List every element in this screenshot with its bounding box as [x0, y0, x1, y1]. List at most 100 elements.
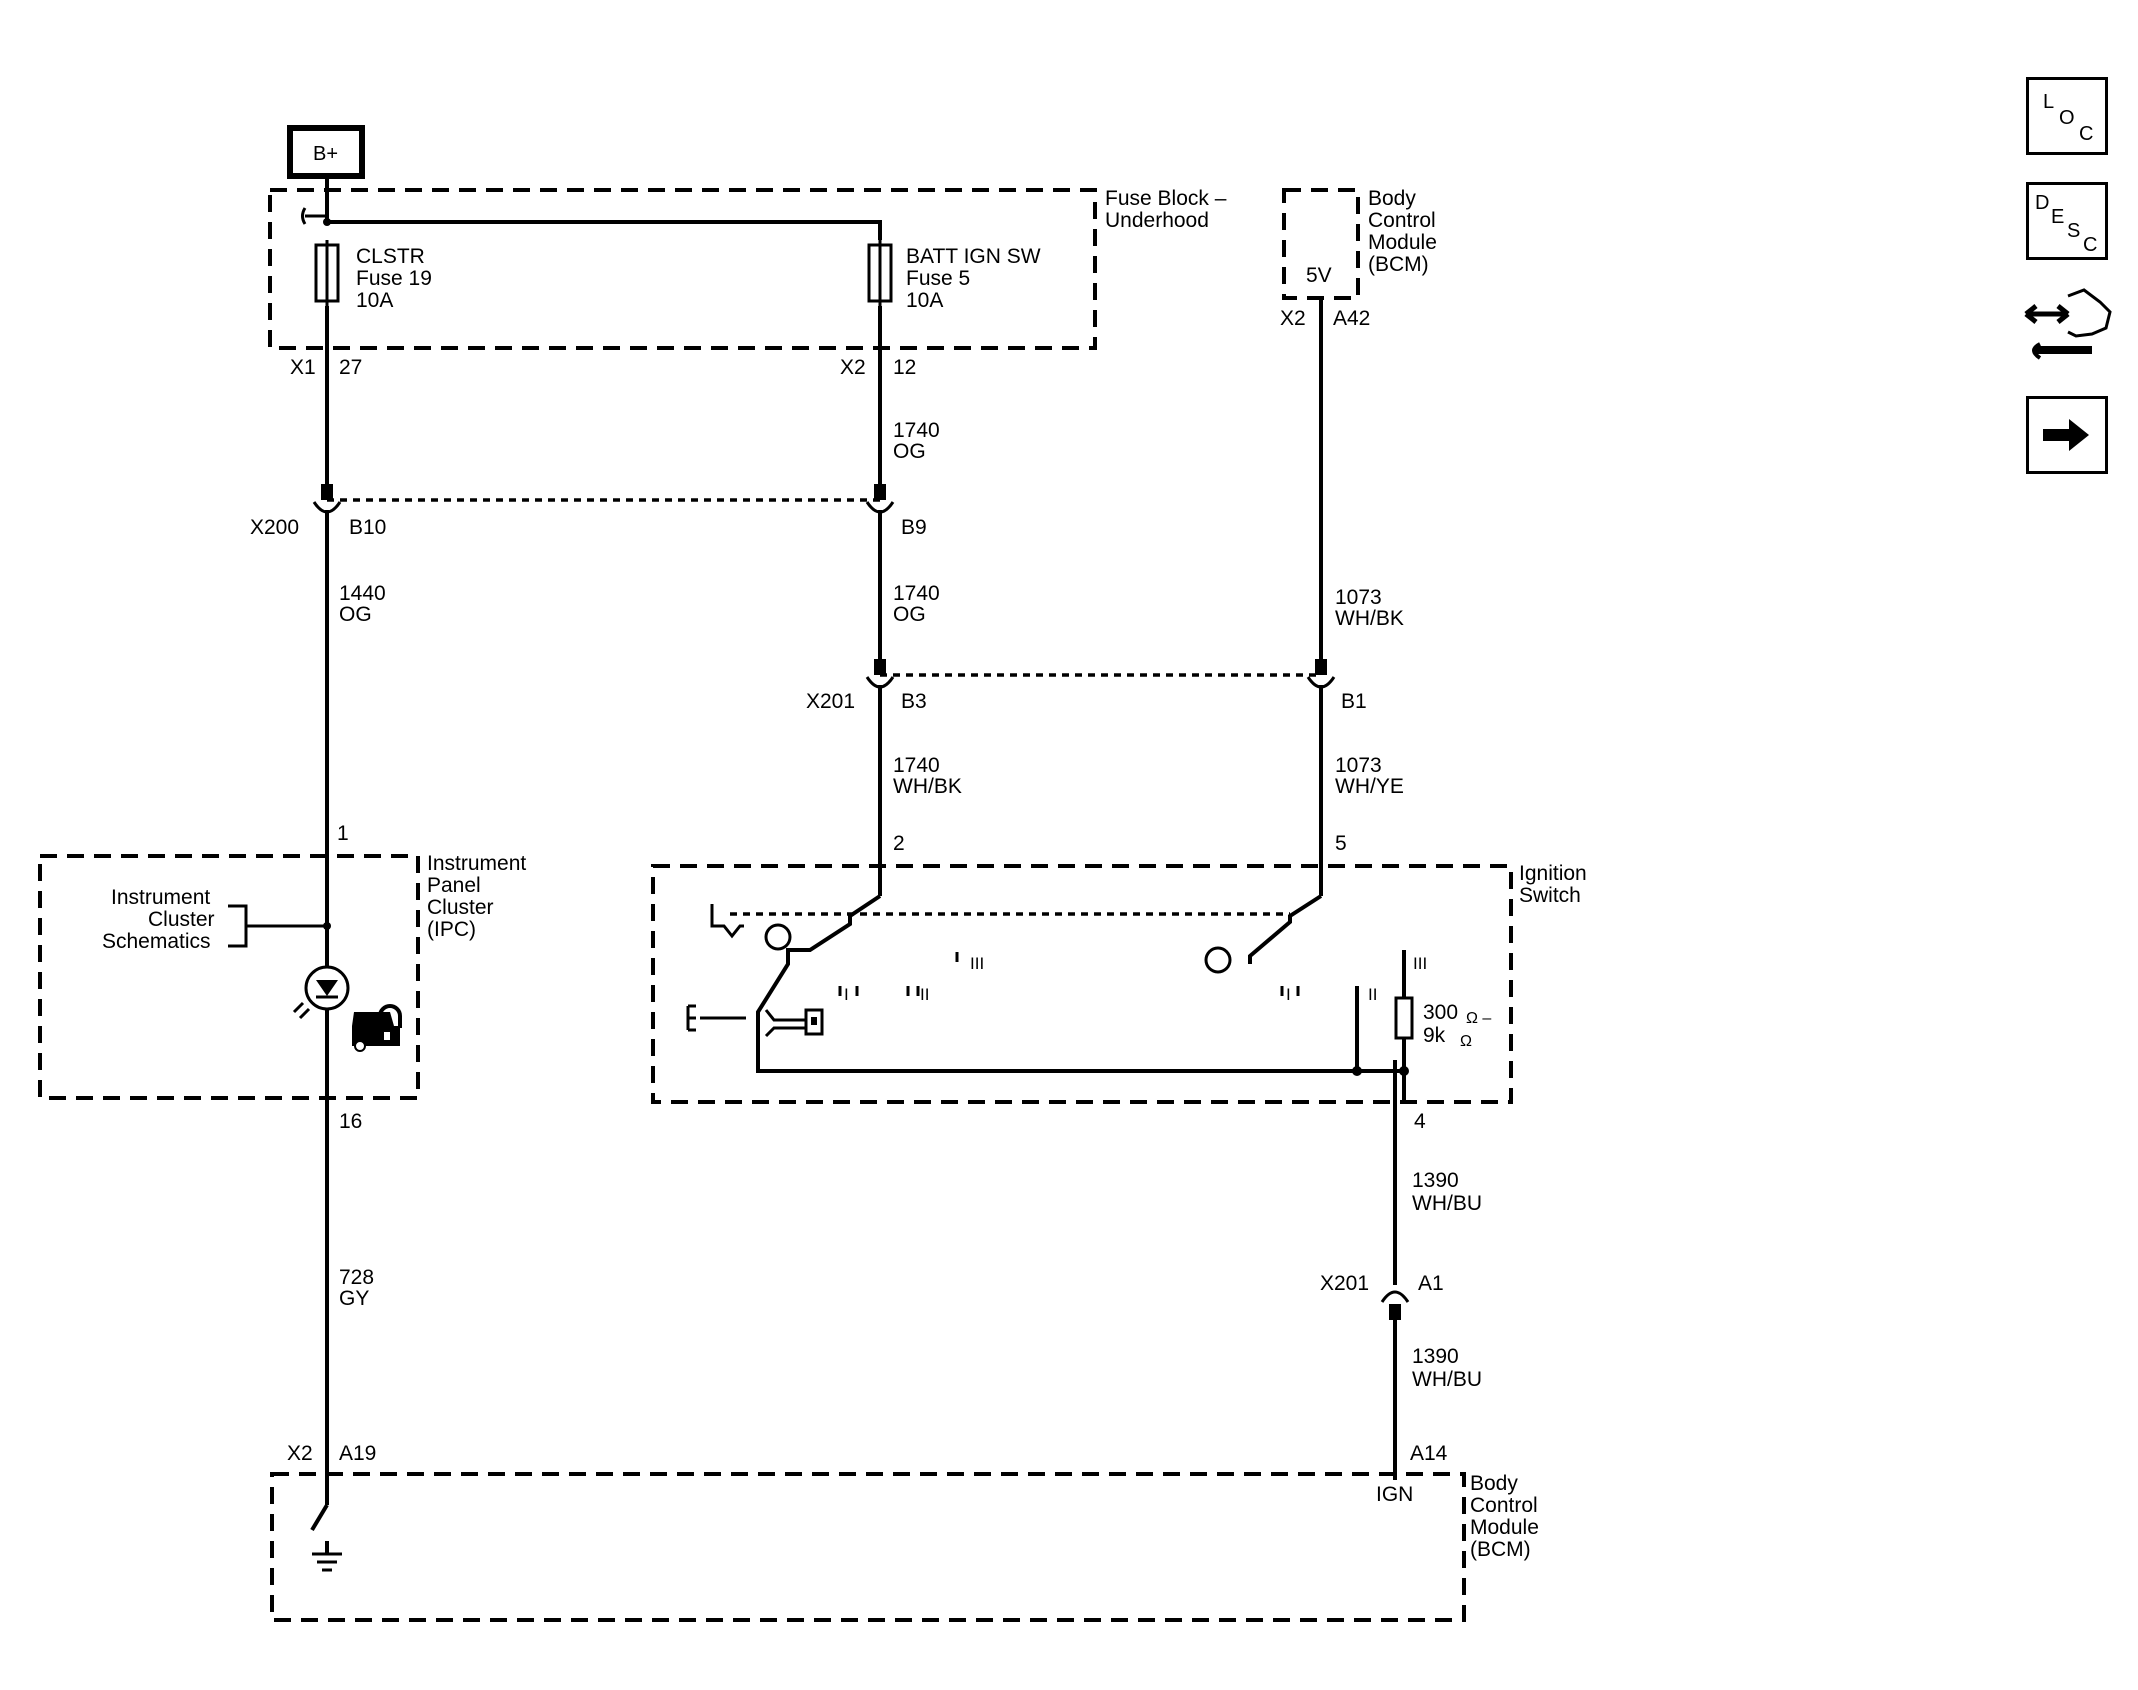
pin-2: 2	[893, 832, 905, 855]
resistor-unit-1: Ω –	[1466, 1010, 1491, 1027]
ipc-title-3: Cluster	[427, 896, 494, 919]
pin-x1: X1	[290, 356, 316, 379]
location-button[interactable]: L O C	[2026, 77, 2108, 155]
battery-positive-label: B+	[313, 143, 338, 165]
wire-1740-upper-number: 1740	[893, 419, 940, 442]
wire-728-number: 728	[339, 1266, 374, 1289]
description-letter-c: C	[2083, 234, 2098, 256]
fuse-block-box	[268, 188, 1097, 350]
wire-1390-upper-color: WH/BU	[1412, 1192, 1482, 1215]
wire-1440-number: 1440	[339, 582, 386, 605]
fuse-5-rating: 10A	[906, 289, 943, 312]
wire-1740-middle-color: OG	[893, 603, 926, 626]
contact-ticks-left	[838, 952, 1300, 996]
ignition-switch-title-2: Switch	[1519, 884, 1581, 907]
ipc-title-1: Instrument	[427, 852, 526, 875]
pin-27: 27	[339, 356, 362, 379]
wire-1073-lower-number: 1073	[1335, 754, 1382, 777]
pin-a1: A1	[1418, 1272, 1444, 1295]
x200-pin-b9-female	[865, 501, 895, 514]
next-page-button[interactable]	[2026, 396, 2108, 474]
wire-1740-lower-number: 1740	[893, 754, 940, 777]
switch-contact-arm-left	[756, 894, 882, 1067]
pin-a19: A19	[339, 1442, 376, 1465]
switch-contact-arm-right	[1248, 894, 1323, 964]
position-i-right: I	[1286, 985, 1291, 1004]
fuse-19-name: CLSTR	[356, 245, 425, 268]
bcm-bottom-title-4: (BCM)	[1470, 1538, 1531, 1561]
resistor-value-2: 9k	[1423, 1024, 1446, 1047]
position-iii-left: III	[970, 954, 984, 973]
description-button[interactable]: D E S C	[2026, 182, 2108, 260]
wire-1073-upper-number: 1073	[1335, 586, 1382, 609]
instrument-cluster-ref-3: Schematics	[102, 930, 211, 953]
pin-4: 4	[1414, 1110, 1426, 1133]
switch-pivot-right	[1204, 946, 1232, 974]
switch-key-actuator-symbol	[686, 1004, 746, 1032]
bcm-top-title-1: Body	[1368, 187, 1416, 210]
switch-actuator-symbol	[710, 904, 744, 939]
cluster-ref-splice	[323, 922, 331, 930]
description-letter-d: D	[2035, 192, 2050, 214]
fuse-block-title-1: Fuse Block –	[1105, 187, 1227, 210]
position-iii-right: III	[1413, 954, 1427, 973]
wire-1740-upper-color: OG	[893, 440, 926, 463]
x201-pin-b1-female	[1306, 676, 1336, 689]
connector-repair-icon[interactable]	[2022, 284, 2116, 374]
ground-icon	[312, 1552, 342, 1572]
x200-pin-b10-male	[321, 484, 333, 500]
ipc-box	[38, 854, 420, 1100]
pin-x2-bottom: X2	[287, 1442, 313, 1465]
instrument-cluster-ref-2: Cluster	[148, 908, 215, 931]
wire-1740-middle-number: 1740	[893, 582, 940, 605]
wire-1440-color: OG	[339, 603, 372, 626]
location-letter-l: L	[2043, 91, 2055, 113]
ignition-switch-title-1: Ignition	[1519, 862, 1587, 885]
description-letter-s: S	[2067, 220, 2081, 242]
ipc-title-4: (IPC)	[427, 918, 476, 941]
switch-output-wire	[1393, 1060, 1406, 1102]
resistor-value-1: 300	[1423, 1001, 1458, 1024]
wire-1390-upper-number: 1390	[1412, 1169, 1459, 1192]
location-letter-c: C	[2079, 123, 2094, 145]
fuse-block-title-2: Underhood	[1105, 209, 1209, 232]
bcm-voltage-label: 5V	[1306, 264, 1332, 287]
wire-1740-lower-color: WH/BK	[893, 775, 962, 798]
cluster-ref-bracket	[228, 904, 327, 948]
description-letter-e: E	[2051, 206, 2065, 228]
connector-x200: X200	[250, 516, 299, 539]
ignition-switch-box	[651, 864, 1513, 1104]
pin-x2-bcm: X2	[1280, 307, 1306, 330]
pin-12: 12	[893, 356, 916, 379]
pin-a14: A14	[1410, 1442, 1448, 1465]
position-i-left: I	[844, 985, 849, 1004]
fuse-5-number: Fuse 5	[906, 267, 970, 290]
connector-x201-lower: X201	[1320, 1272, 1369, 1295]
busbar-splice-dot	[323, 218, 331, 226]
security-indicator-led	[292, 965, 350, 1020]
pin-1: 1	[337, 822, 349, 845]
x201-pin-b3-male	[874, 659, 886, 675]
resistor	[1394, 996, 1414, 1040]
wire-1390-lower-color: WH/BU	[1412, 1368, 1482, 1391]
location-letter-o: O	[2059, 107, 2075, 129]
x201-pin-a1-male	[1389, 1304, 1401, 1320]
battery-positive-box	[287, 125, 365, 179]
fuse-19-rating: 10A	[356, 289, 393, 312]
bus-splice-ii	[1352, 1066, 1362, 1076]
x201-pin-b3-female	[865, 676, 895, 689]
pin-5: 5	[1335, 832, 1347, 855]
pin-b3: B3	[901, 690, 927, 713]
bcm-ign-input-label: IGN	[1376, 1483, 1413, 1506]
position-ii-right: II	[1368, 985, 1377, 1004]
security-lock-icon	[352, 1004, 402, 1052]
bcm-top-title-3: Module	[1368, 231, 1437, 254]
bcm-top-title-2: Control	[1368, 209, 1436, 232]
fuse-5-name: BATT IGN SW	[906, 245, 1041, 268]
bcm-bottom-title-3: Module	[1470, 1516, 1539, 1539]
fuse-block-busbar	[325, 178, 882, 240]
wire-1073-upper-color: WH/BK	[1335, 607, 1404, 630]
pin-a42: A42	[1333, 307, 1370, 330]
pin-b10: B10	[349, 516, 386, 539]
